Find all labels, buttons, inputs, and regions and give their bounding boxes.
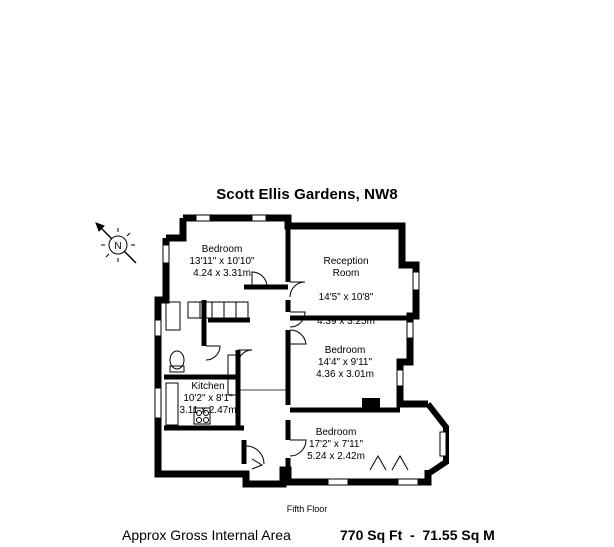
room-bedroom-1: Bedroom 13'11" x 10'10" 4.24 x 3.31m bbox=[182, 244, 262, 280]
room-size-imperial: 17'2" x 7'11" bbox=[308, 439, 364, 450]
room-name: Reception Room bbox=[323, 256, 369, 279]
room-size-metric: 4.24 x 3.31m bbox=[193, 268, 251, 279]
room-size-metric: 5.24 x 2.42m bbox=[307, 451, 365, 462]
room-name: Bedroom bbox=[201, 244, 243, 255]
room-kitchen: Kitchen 10'2" x 8'1" 3.11 x 2.47m bbox=[168, 381, 248, 417]
room-bedroom-2: Bedroom 14'4" x 9'11" 4.36 x 3.01m bbox=[305, 345, 385, 381]
area-value: 770 Sq Ft - 71.55 Sq M bbox=[340, 527, 495, 543]
doors bbox=[205, 271, 409, 471]
room-name: Bedroom bbox=[324, 345, 366, 356]
room-reception: Reception Room 14'5" x 10'8" 4.39 x 3.25… bbox=[306, 244, 386, 340]
room-size-imperial: 14'5" x 10'8" bbox=[318, 292, 374, 303]
room-size-metric: 4.39 x 3.25m bbox=[317, 316, 375, 327]
room-size-imperial: 13'11" x 10'10" bbox=[189, 256, 255, 267]
plan-title: Scott Ellis Gardens, NW8 bbox=[216, 186, 398, 203]
area-label: Approx Gross Internal Area bbox=[122, 527, 291, 543]
compass-icon bbox=[95, 222, 137, 264]
room-name: Kitchen bbox=[191, 381, 225, 392]
room-size-metric: 4.36 x 3.01m bbox=[316, 369, 374, 380]
floor-label: Fifth Floor bbox=[286, 504, 328, 514]
room-size-metric: 3.11 x 2.47m bbox=[179, 405, 237, 416]
room-name: Bedroom bbox=[315, 427, 357, 438]
windows bbox=[154, 214, 447, 486]
room-bedroom-3: Bedroom 17'2" x 7'11" 5.24 x 2.42m bbox=[296, 427, 376, 463]
room-size-imperial: 14'4" x 9'11" bbox=[317, 357, 373, 368]
fixtures bbox=[165, 301, 286, 470]
compass-label: N bbox=[114, 241, 121, 252]
room-size-imperial: 10'2" x 8'1" bbox=[183, 393, 233, 404]
